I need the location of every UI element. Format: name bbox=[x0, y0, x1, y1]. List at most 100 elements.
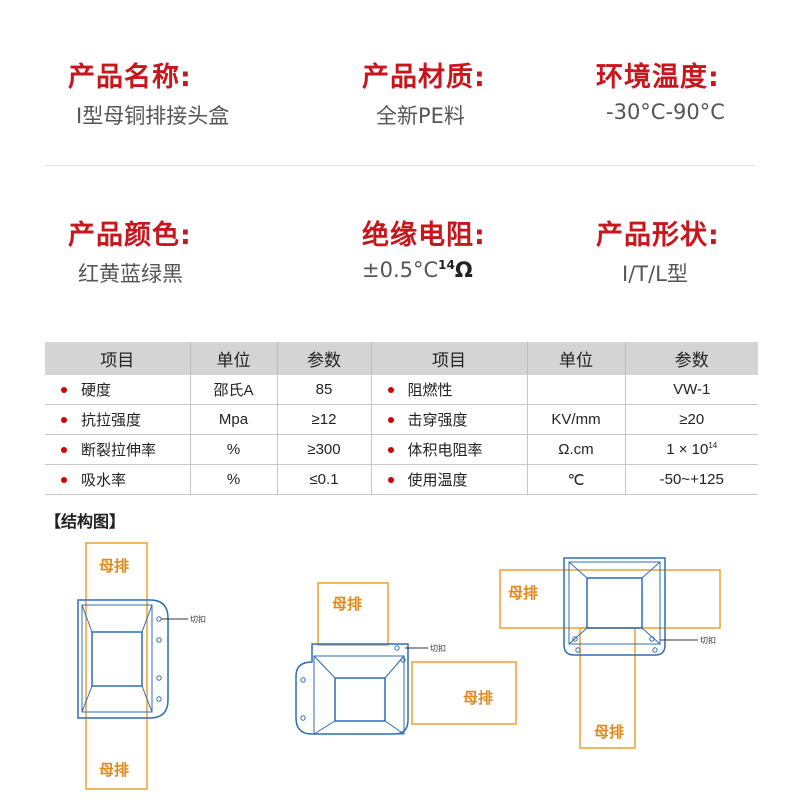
box-inner-frame bbox=[313, 655, 405, 735]
busbar bbox=[85, 542, 148, 790]
spec-value: I型母铜排接头盒 bbox=[76, 104, 230, 128]
spec-material: 产品材质: 全新PE料 bbox=[362, 55, 486, 130]
rivet bbox=[156, 616, 162, 622]
table-cell-unit: KV/mm bbox=[526, 404, 625, 435]
box-outline bbox=[77, 599, 169, 719]
table-cell-param: 85 bbox=[276, 375, 371, 405]
busbar-label: 母排 bbox=[332, 595, 362, 613]
header-item: 项目 bbox=[45, 342, 190, 375]
table-cell-unit: % bbox=[189, 464, 277, 495]
header-unit: 单位 bbox=[526, 342, 625, 375]
spec-color: 产品颜色: 红黄蓝绿黑 bbox=[68, 213, 192, 288]
table-cell-param: ≥20 bbox=[624, 404, 758, 435]
table-cell-item: 断裂拉伸率 bbox=[45, 434, 190, 465]
busbar-label: 母排 bbox=[99, 761, 129, 779]
rivet bbox=[575, 647, 581, 653]
table-cell-param: 1 × 1014 bbox=[624, 434, 758, 465]
table-cell-param: ≥12 bbox=[276, 404, 371, 435]
box-window bbox=[91, 631, 143, 687]
table-cell-param: ≥300 bbox=[276, 434, 371, 465]
header-param: 参数 bbox=[276, 342, 371, 375]
spec-shape: 产品形状: I/T/L型 bbox=[596, 213, 720, 288]
header-unit: 单位 bbox=[189, 342, 277, 375]
parameter-table: 项目 单位 参数 项目 单位 参数 硬度 邵氏A 85 阻燃性 VW-1 抗拉强… bbox=[45, 342, 758, 495]
table-cell-param: ≤0.1 bbox=[276, 464, 371, 495]
box-outline bbox=[295, 643, 409, 735]
bullet-dot bbox=[387, 477, 394, 484]
rivet bbox=[300, 715, 306, 721]
bullet-dot bbox=[61, 417, 67, 424]
bullet-dot bbox=[387, 447, 394, 454]
rivet bbox=[572, 636, 578, 642]
section-divider bbox=[45, 165, 755, 166]
spec-label: 产品颜色: bbox=[68, 220, 192, 251]
bullet-dot bbox=[61, 447, 67, 454]
rivet bbox=[400, 657, 406, 663]
spec-label: 产品材质: bbox=[362, 62, 486, 93]
table-cell-item: 硬度 bbox=[45, 375, 190, 405]
rivet bbox=[156, 696, 162, 702]
l-type-connector: 切扣 母排 母排 bbox=[295, 582, 517, 735]
table-row: 抗拉强度 Mpa ≥12 击穿强度 KV/mm ≥20 bbox=[45, 404, 758, 435]
busbar-label: 母排 bbox=[463, 689, 493, 707]
busbar-label: 母排 bbox=[508, 584, 538, 602]
table-cell-unit: 邵氏A bbox=[189, 375, 277, 405]
box-window bbox=[334, 677, 386, 722]
rivet bbox=[394, 645, 400, 651]
bullet-dot bbox=[387, 417, 394, 424]
i-type-connector: 切扣 母排 母排 bbox=[77, 542, 206, 790]
rivet bbox=[300, 677, 306, 683]
spec-value: ±0.5°C14Ω bbox=[362, 258, 486, 282]
table-cell-param: -50~+125 bbox=[624, 464, 758, 495]
spec-label: 绝缘电阻: bbox=[362, 220, 486, 251]
bullet-dot bbox=[61, 477, 67, 484]
clip-label: 切扣 bbox=[430, 643, 446, 653]
box-inner-frame bbox=[568, 561, 661, 645]
table-cell-unit: % bbox=[189, 434, 277, 465]
table-header-row: 项目 单位 参数 项目 单位 参数 bbox=[45, 342, 758, 375]
busbar bbox=[317, 582, 389, 646]
box-outline bbox=[563, 557, 666, 656]
table-cell-item: 体积电阻率 bbox=[370, 434, 527, 465]
spec-value: 红黄蓝绿黑 bbox=[78, 262, 183, 286]
spec-temperature: 环境温度: -30°C-90°C bbox=[596, 55, 725, 124]
table-cell-item: 使用温度 bbox=[370, 464, 527, 495]
insulation-exponent: 14 bbox=[438, 258, 455, 272]
table-cell-item: 阻燃性 bbox=[370, 375, 527, 405]
spec-label: 产品形状: bbox=[596, 220, 720, 251]
box-window bbox=[586, 577, 643, 629]
rivet bbox=[156, 675, 162, 681]
busbar bbox=[411, 661, 517, 725]
spec-label: 产品名称: bbox=[68, 62, 192, 93]
header-item: 项目 bbox=[370, 342, 527, 375]
bullet-dot bbox=[387, 387, 394, 394]
t-type-connector: 切扣 母排 母排 bbox=[499, 557, 721, 749]
rivet bbox=[649, 636, 655, 642]
rivet bbox=[156, 637, 162, 643]
structure-title: 【结构图】 bbox=[45, 512, 126, 531]
spec-value: I/T/L型 bbox=[622, 262, 688, 286]
busbar-label: 母排 bbox=[99, 557, 129, 575]
spec-label: 环境温度: bbox=[596, 62, 720, 93]
busbar-label: 母排 bbox=[594, 723, 624, 741]
table-row: 硬度 邵氏A 85 阻燃性 VW-1 bbox=[45, 375, 758, 405]
insulation-value: ±0.5°C bbox=[362, 258, 439, 282]
table-cell-param: VW-1 bbox=[624, 375, 758, 405]
rivet bbox=[652, 647, 658, 653]
spec-value: 全新PE料 bbox=[376, 104, 465, 128]
header-param: 参数 bbox=[624, 342, 758, 375]
clip-label: 切扣 bbox=[700, 635, 716, 645]
table-row: 吸水率 % ≤0.1 使用温度 ℃ -50~+125 bbox=[45, 464, 758, 495]
table-cell-item: 抗拉强度 bbox=[45, 404, 190, 435]
box-inner-frame bbox=[81, 604, 153, 713]
insulation-unit: Ω bbox=[454, 258, 473, 282]
spec-value: -30°C-90°C bbox=[606, 100, 725, 124]
table-cell-unit: Ω.cm bbox=[526, 434, 625, 465]
spec-product-name: 产品名称: I型母铜排接头盒 bbox=[68, 55, 229, 130]
bullet-dot bbox=[61, 387, 67, 394]
table-cell-unit: Mpa bbox=[189, 404, 277, 435]
table-cell-unit bbox=[526, 375, 625, 405]
table-cell-unit: ℃ bbox=[526, 464, 625, 495]
table-row: 断裂拉伸率 % ≥300 体积电阻率 Ω.cm 1 × 1014 bbox=[45, 434, 758, 465]
spec-insulation: 绝缘电阻: ±0.5°C14Ω bbox=[362, 213, 486, 282]
